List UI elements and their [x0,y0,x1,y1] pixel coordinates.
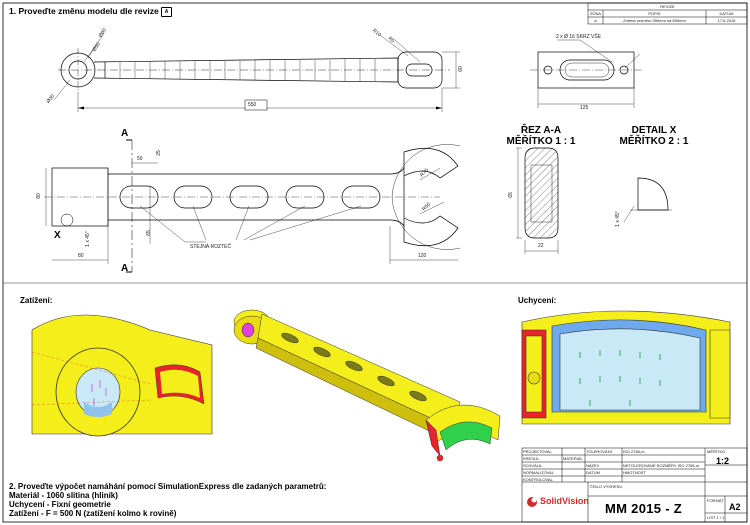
chamfer-note: 1 x 45° [84,231,91,247]
dim-chamfer-detail: 1 x 45° [614,211,621,227]
rev-col-desc: POPIS [648,11,661,16]
tb-field-0: PROJEKTOVAL [523,449,552,454]
detail-mark: X [54,230,61,241]
front-view [44,139,461,273]
dim-top-len: 550 [248,102,257,108]
tb-scale: 1:2 [716,456,730,466]
dim-sec-w: 22 [538,243,544,249]
detail-title: DETAIL X MĚŘÍTKO 2 : 1 [619,125,689,147]
task2-line2: Materiál - 1060 slitina (hliník) [9,491,118,500]
tb-field-1: KRESLIL [523,456,540,461]
detail-view [623,177,672,223]
task2-block: 2. Proveďte výpočet namáhání pomocí Simu… [9,482,326,518]
title-block-grid [521,447,748,523]
rev-row-desc: Změna rozměru 550mm na 600mm [623,18,686,23]
section-title: ŘEZ A-A MĚŘÍTKO 1 : 1 [506,125,576,147]
dim-front-120: 120 [418,253,427,259]
equal-pitch-note: STEJNÁ ROZTEČ [190,244,232,250]
revision-table-title: REVIZE [660,4,675,9]
tb-format: A2 [729,502,741,512]
rev-col-zone: ZÓNA [589,11,602,16]
dim-top-h: 60 [457,66,464,72]
side-view [530,39,642,108]
task2-line3: Uchycení - Fixní geometrie [9,500,111,509]
rev-row-date: 17.6.2015 [717,18,736,23]
section-mark-bottom: A [121,263,129,274]
dim-sec-h: 65 [507,192,514,198]
tb-field-4: KONTROLOVAL [523,477,553,482]
revision-table-grid [587,2,748,25]
load-view-image [31,312,213,437]
top-view [53,32,460,112]
dim-front-25: 25 [155,150,162,156]
tb-field-9: DATUM [586,470,600,475]
tb-field-7: MATERIÁL [563,456,583,461]
tb-field-3: NORMALIZOVAL [523,470,555,475]
holes-note: 2 x Ø 16 SKRZ VŠE [556,34,602,40]
tb-logo: SolidVision [540,496,589,506]
tb-drawing-no-label: ČÍSLO VÝKRESU [590,484,623,489]
tb-format-label: FORMÁT [707,498,724,503]
dim-front-65: 65 [145,230,152,236]
section-mark-top: A [121,128,129,139]
tb-sheet: LIST 1 / 1 [707,515,725,520]
tb-field-5: TOLEROVÁNÍ [586,449,612,454]
tb-field-6: ISO 2768-m [623,449,645,454]
task2-line1: 2. Proveďte výpočet namáhání pomocí Simu… [9,482,327,491]
dim-side-w: 125 [580,105,589,111]
dim-front-50: 50 [137,156,143,162]
task2-line4: Zatížení - F = 500 N (zatížení kolmo k r… [9,509,177,518]
revision-mark: A [161,6,173,17]
task1-text: 1. Proveďte změnu modelu dle revize A [9,6,173,17]
tb-field-2: SCHVÁLIL [523,463,543,468]
tb-drawing-no: MM 2015 - Z [605,501,682,516]
fixture-view-image [521,310,731,430]
tb-scale-label: MĚŘÍTKO [707,449,726,454]
section-view [516,147,559,254]
logo-icon [527,497,537,507]
tb-field-10: HMOTNOST [623,470,646,475]
rev-col-date: DATUM [719,11,734,16]
tb-field-8: NÁZEV [586,463,600,468]
tb-rough-note: NETOLEROVANÉ ROZMĚRY ISO 2768-m [623,463,700,468]
dim-front-80: 80 [35,193,42,199]
iso-view-image [233,309,501,462]
fixture-label: Uchycení: [518,296,557,305]
load-label: Zatížení: [20,296,53,305]
rev-row-rev: a [594,18,597,23]
dim-front-80b: 80 [78,253,84,259]
task1-label: 1. Proveďte změnu modelu dle revize [9,6,159,16]
